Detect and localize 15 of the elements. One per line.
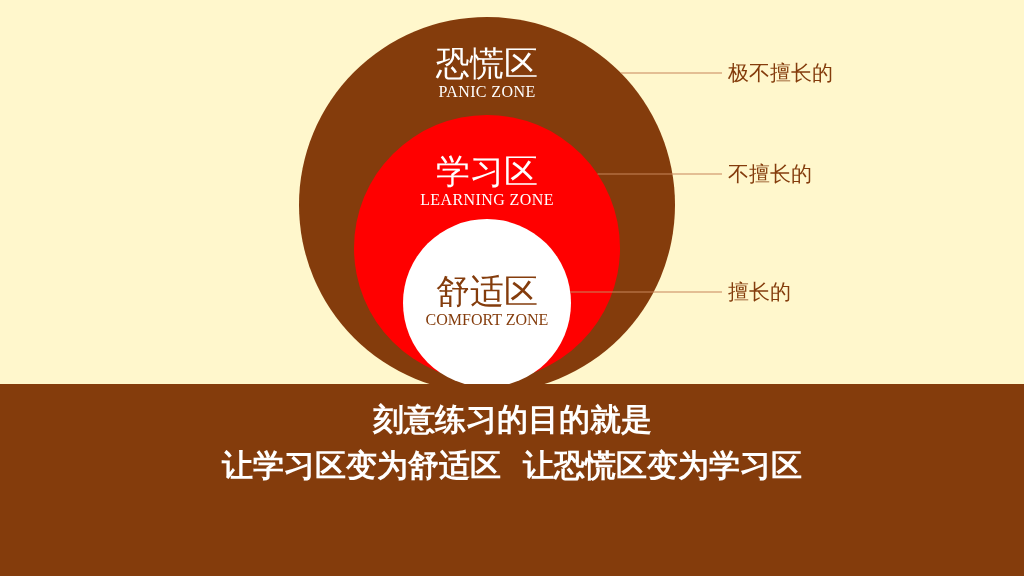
zone-subtitle: PANIC ZONE: [438, 83, 536, 101]
label-text: 擅长的: [728, 279, 791, 306]
label-text: 极不擅长的: [728, 60, 833, 87]
zone-subtitle: COMFORT ZONE: [425, 311, 549, 329]
leader-line: [569, 291, 723, 293]
leader-line: [596, 173, 723, 175]
banner-text: 刻意练习的目的就是: [372, 400, 652, 439]
zone-title: 学习区: [436, 151, 538, 191]
zone-title: 舒适区: [436, 271, 538, 311]
leader-line: [620, 72, 723, 74]
label-text: 不擅长的: [728, 161, 812, 188]
zone-title: 恐慌区: [436, 43, 538, 83]
banner-text: 让学习区变为舒适区 让恐慌区变为学习区: [222, 446, 802, 485]
bottom-banner: [0, 384, 1024, 576]
zone-subtitle: LEARNING ZONE: [420, 191, 554, 209]
